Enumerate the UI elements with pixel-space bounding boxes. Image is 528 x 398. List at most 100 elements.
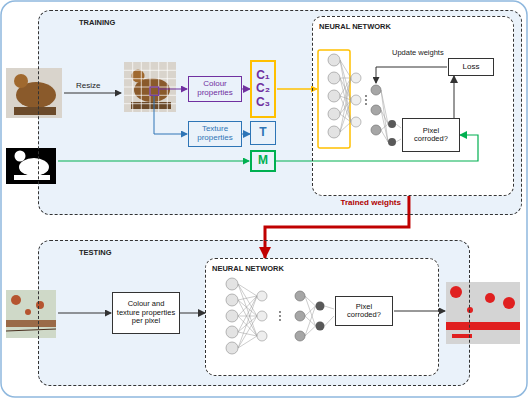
hidden-neuron: [371, 125, 381, 135]
network-panel: NEURAL NETWORK LossPixel corroded?: [312, 16, 514, 196]
photo-ground: [6, 290, 56, 338]
node-text: Texture properties: [192, 125, 238, 143]
edge-label: Trained weights: [340, 198, 400, 207]
result-arrow: [394, 311, 445, 312]
node-text: Colour properties: [192, 80, 238, 98]
features-arrow: [58, 313, 111, 314]
network-links: [238, 284, 334, 348]
result-image: [446, 282, 520, 344]
input-neuron: [226, 342, 238, 354]
hidden-neuron: [351, 73, 361, 83]
connector-arrow: [242, 89, 250, 90]
panel-fill: [38, 240, 470, 386]
arrow-label: Resize: [76, 81, 100, 90]
connector-arrow: [180, 313, 205, 314]
process-box: Colour properties: [188, 76, 242, 102]
hidden-neuron: [351, 95, 361, 105]
rust-band: [6, 320, 56, 327]
test-photo: [6, 290, 56, 338]
node-text: C₂: [256, 82, 270, 95]
network-drawing: [318, 50, 401, 148]
process-box: Texture properties: [188, 121, 242, 147]
hidden-neuron: [295, 311, 305, 321]
connector-arrow: [454, 76, 455, 118]
testing-panel: TESTING Colour and texture properties per…: [38, 240, 470, 386]
hidden-neuron: [371, 105, 381, 115]
input-neuron: [328, 108, 340, 120]
feature-box: T: [250, 121, 276, 145]
node-text: C₃: [256, 96, 270, 109]
corrosion-patch: [485, 293, 495, 303]
sculpture-head: [14, 74, 28, 88]
ellipsis-dot: [365, 99, 367, 101]
loss-box: Loss: [448, 58, 494, 76]
pixel-grid: [124, 62, 176, 112]
panel-fill: [205, 258, 439, 376]
update-weights-arrow: [376, 67, 447, 83]
input-neuron: [226, 310, 238, 322]
ellipsis-dot: [279, 315, 281, 317]
hidden-neuron: [257, 331, 267, 341]
node-text: Pixel corroded?: [406, 127, 456, 144]
node-text: Pixel corroded?: [339, 303, 389, 320]
panel-title: TRAINING: [79, 18, 115, 27]
seam-line: [6, 329, 56, 331]
input-neuron: [328, 90, 340, 102]
hidden-neuron: [295, 291, 305, 301]
feature-box: C₁C₂C₃: [250, 60, 276, 118]
ellipsis-dot: [365, 95, 367, 97]
panel-fill: [312, 16, 514, 196]
ellipsis-dot: [365, 103, 367, 105]
hidden-neuron: [257, 311, 267, 321]
sculpture-base: [14, 107, 56, 115]
output-neuron: [388, 138, 396, 146]
corrosion-band: [446, 322, 520, 330]
corrosion-patch: [467, 307, 473, 313]
sample-photo: [6, 68, 62, 118]
input-arrow: [277, 88, 317, 90]
rust-patch: [11, 295, 21, 305]
hidden-neuron: [257, 291, 267, 301]
pixel-marker: [150, 87, 159, 95]
colour-arrow: [159, 89, 187, 90]
node-text: M: [258, 154, 268, 167]
input-neuron: [328, 126, 340, 138]
arrow-label: Update weights: [392, 48, 444, 57]
input-neuron: [226, 278, 238, 290]
connector-arrow: [242, 134, 250, 135]
hidden-neuron: [295, 331, 305, 341]
panel-title: NEURAL NETWORK: [319, 22, 391, 31]
corrosion-patch: [450, 286, 462, 298]
input-neuron: [328, 54, 340, 66]
mask-ground: [6, 148, 56, 184]
ellipsis-dot: [279, 311, 281, 313]
network-drawing: [226, 278, 334, 354]
resize-arrow: [64, 93, 121, 94]
decision-box: Pixel corroded?: [402, 118, 460, 152]
output-neuron: [388, 120, 396, 128]
output-neuron: [316, 322, 325, 331]
network-links: [340, 60, 401, 142]
texture-arrow: [154, 95, 187, 134]
output-neuron: [316, 302, 325, 311]
panel-title: NEURAL NETWORK: [212, 264, 284, 273]
result-ground: [446, 282, 520, 344]
node-text: Colour and texture properties per pixel: [116, 300, 176, 325]
connector-arrow: [265, 196, 409, 258]
rust-patch: [25, 309, 31, 315]
input-neuron: [328, 72, 340, 84]
mask-arrow: [58, 160, 249, 161]
corrosion-patch: [452, 334, 472, 338]
panel-title: TESTING: [79, 248, 112, 257]
hidden-neuron: [371, 85, 381, 95]
node-text: C₁: [256, 69, 270, 82]
resized-grid-photo: [124, 62, 176, 112]
process-box: Colour and texture properties per pixel: [112, 292, 180, 334]
network-panel: NEURAL NETWORK Pixel corroded?: [205, 258, 439, 376]
mask-image: [6, 148, 56, 184]
node-text: Loss: [463, 63, 480, 72]
sculpture-head: [132, 70, 145, 83]
input-neuron: [226, 294, 238, 306]
